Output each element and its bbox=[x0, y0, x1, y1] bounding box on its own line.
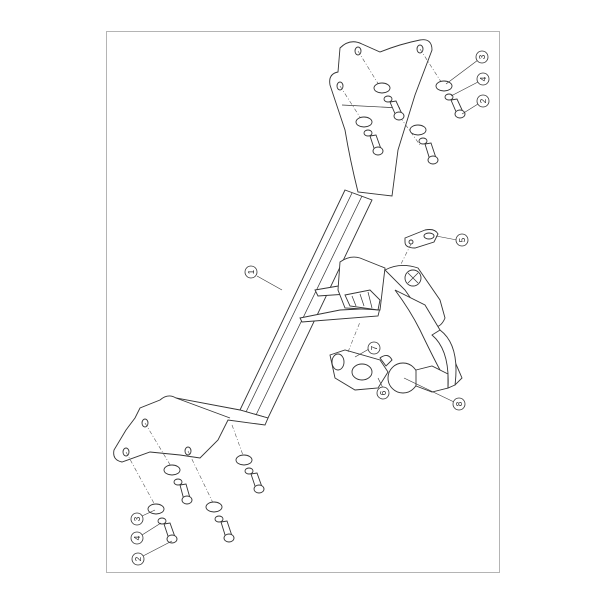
hitch-receiver bbox=[299, 256, 463, 386]
svg-text:3: 3 bbox=[133, 516, 142, 521]
callout-6: 6 bbox=[376, 386, 390, 400]
svg-text:8: 8 bbox=[455, 401, 464, 406]
tow-ball bbox=[387, 329, 457, 394]
socket-bracket bbox=[399, 229, 439, 267]
svg-text:1: 1 bbox=[247, 269, 256, 274]
svg-text:2: 2 bbox=[479, 98, 488, 103]
drawing-frame bbox=[106, 31, 500, 573]
callout-2-top: 2 bbox=[476, 94, 490, 108]
svg-text:6: 6 bbox=[379, 390, 388, 395]
svg-text:5: 5 bbox=[458, 237, 467, 242]
svg-text:7: 7 bbox=[370, 345, 379, 350]
callout-8: 8 bbox=[452, 397, 466, 411]
callout-1: 1 bbox=[244, 265, 258, 279]
svg-text:4: 4 bbox=[133, 535, 142, 540]
top-bracket bbox=[329, 39, 433, 197]
svg-text:2: 2 bbox=[134, 556, 143, 561]
callout-4-bottom: 4 bbox=[130, 531, 144, 545]
callout-2-bottom: 2 bbox=[131, 552, 145, 566]
top-hardware bbox=[339, 48, 466, 165]
main-beam bbox=[239, 189, 373, 419]
bottom-hardware bbox=[125, 422, 265, 544]
svg-text:3: 3 bbox=[478, 54, 487, 59]
callout-7: 7 bbox=[367, 341, 381, 355]
leader-lines bbox=[141, 59, 479, 557]
callout-3-top: 3 bbox=[475, 50, 489, 64]
callout-5: 5 bbox=[455, 233, 469, 247]
socket-plate bbox=[329, 321, 393, 391]
svg-text:4: 4 bbox=[479, 76, 488, 81]
callout-4-top: 4 bbox=[476, 72, 490, 86]
callout-3-bottom: 3 bbox=[130, 512, 144, 526]
